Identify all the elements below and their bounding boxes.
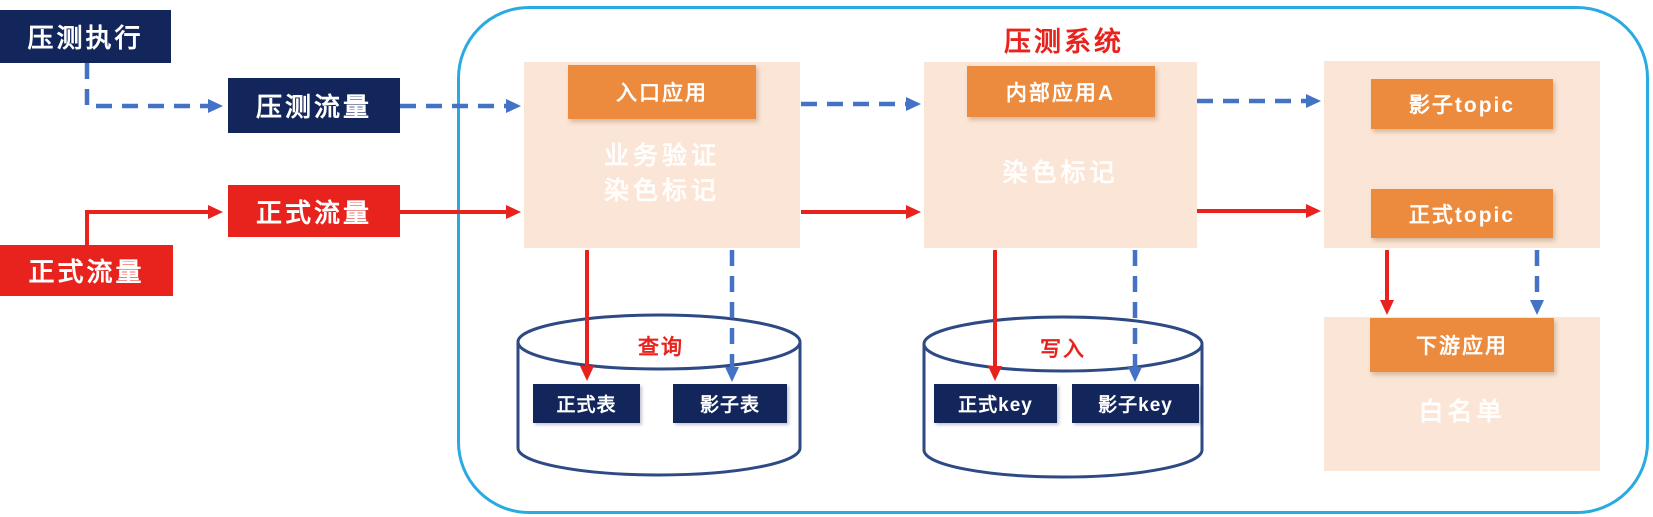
node-formal-source: 正式流量 [0, 245, 173, 296]
shadow-key-box: 影子key [1072, 384, 1199, 423]
arrow-stress-exec-to-stress-traffic [84, 63, 223, 113]
entry-app-body-line2: 染色标记 [603, 176, 720, 205]
arrow-formal-source-to-formal-traffic [85, 205, 223, 245]
formal-key-box: 正式key [934, 384, 1057, 423]
shadow-table-box: 影子表 [673, 384, 787, 423]
downstream-app-body: 白名单 [1324, 372, 1600, 453]
db-query-label: 查询 [638, 336, 684, 359]
entry-app-body: 业务验证 染色标记 [524, 119, 800, 228]
node-formal-traffic: 正式流量 [228, 185, 400, 237]
internal-app-header: 内部应用A [966, 66, 1155, 117]
formal-topic-box: 正式topic [1371, 189, 1553, 238]
entry-app-body-line1: 业务验证 [603, 141, 720, 170]
node-stress-traffic: 压测流量 [228, 78, 400, 133]
stress-system-container [457, 6, 1649, 514]
panel-downstream-app: 下游应用 白名单 [1324, 317, 1600, 471]
panel-topics: 影子topic 正式topic [1324, 61, 1600, 248]
panel-internal-app: 内部应用A 染色标记 [924, 62, 1197, 248]
internal-app-body: 染色标记 [924, 119, 1197, 228]
stress-system-title: 压测系统 [1004, 27, 1124, 57]
downstream-app-body-line1: 白名单 [1418, 398, 1506, 426]
shadow-topic-box: 影子topic [1371, 79, 1553, 129]
entry-app-header: 入口应用 [568, 65, 756, 119]
formal-table-box: 正式表 [533, 384, 640, 423]
panel-entry-app: 入口应用 业务验证 染色标记 [524, 62, 800, 248]
internal-app-body-line1: 染色标记 [1002, 159, 1119, 187]
cache-write-label: 写入 [1040, 338, 1086, 361]
node-stress-exec: 压测执行 [0, 10, 171, 63]
downstream-app-header: 下游应用 [1370, 318, 1554, 372]
